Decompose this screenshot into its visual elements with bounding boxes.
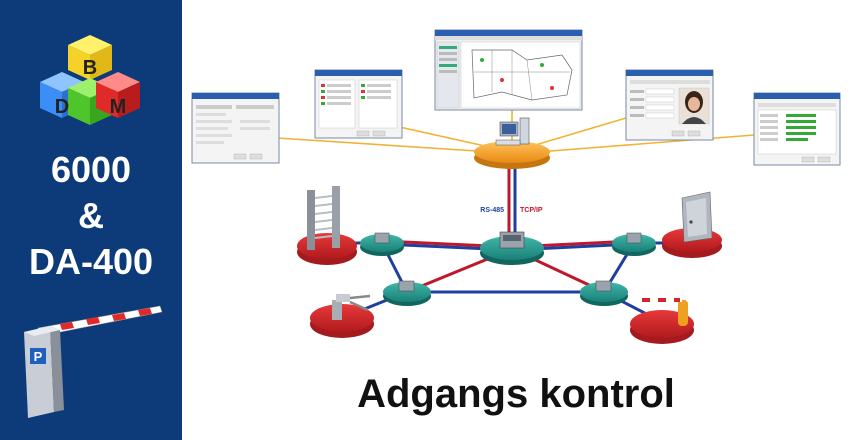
controller-node-left [360, 232, 404, 256]
logo-letter-d: D [55, 96, 69, 118]
controller-node-bottom-right [580, 280, 628, 306]
parking-barrier-icon: P [24, 305, 163, 418]
door-device [662, 191, 722, 258]
model-ampersand: & [78, 195, 104, 236]
model-name: DA-400 [28, 241, 154, 282]
central-hub [480, 231, 544, 265]
network-diagram: RS-485 TCP/IP [191, 29, 841, 344]
protocol-label-tcpip: TCP/IP [520, 207, 543, 214]
software-window-user-settings [191, 92, 280, 164]
software-window-door-list [314, 69, 403, 139]
logo-letter-m: M [110, 96, 127, 118]
software-window-time-schedule [753, 92, 841, 166]
brand-sidebar: B D M 6000 & DA-400 P [0, 0, 182, 440]
controller-node-right [612, 232, 656, 256]
bdm-cubes-logo: B D M [40, 35, 140, 125]
server-workstation [474, 117, 550, 169]
controller-node-bottom-left [383, 280, 431, 306]
model-number: 6000 [50, 149, 132, 190]
diagram-caption: Adgangs kontrol [357, 372, 675, 416]
protocol-label-rs485: RS-485 [480, 207, 504, 214]
turnstile-device [297, 186, 357, 265]
software-window-user-profile [625, 69, 714, 141]
parking-sign-letter: P [34, 349, 43, 364]
parking-barrier-device [630, 298, 694, 344]
logo-letter-b: B [83, 57, 97, 79]
gate-device [310, 294, 374, 338]
software-window-floor-plan [434, 29, 583, 111]
